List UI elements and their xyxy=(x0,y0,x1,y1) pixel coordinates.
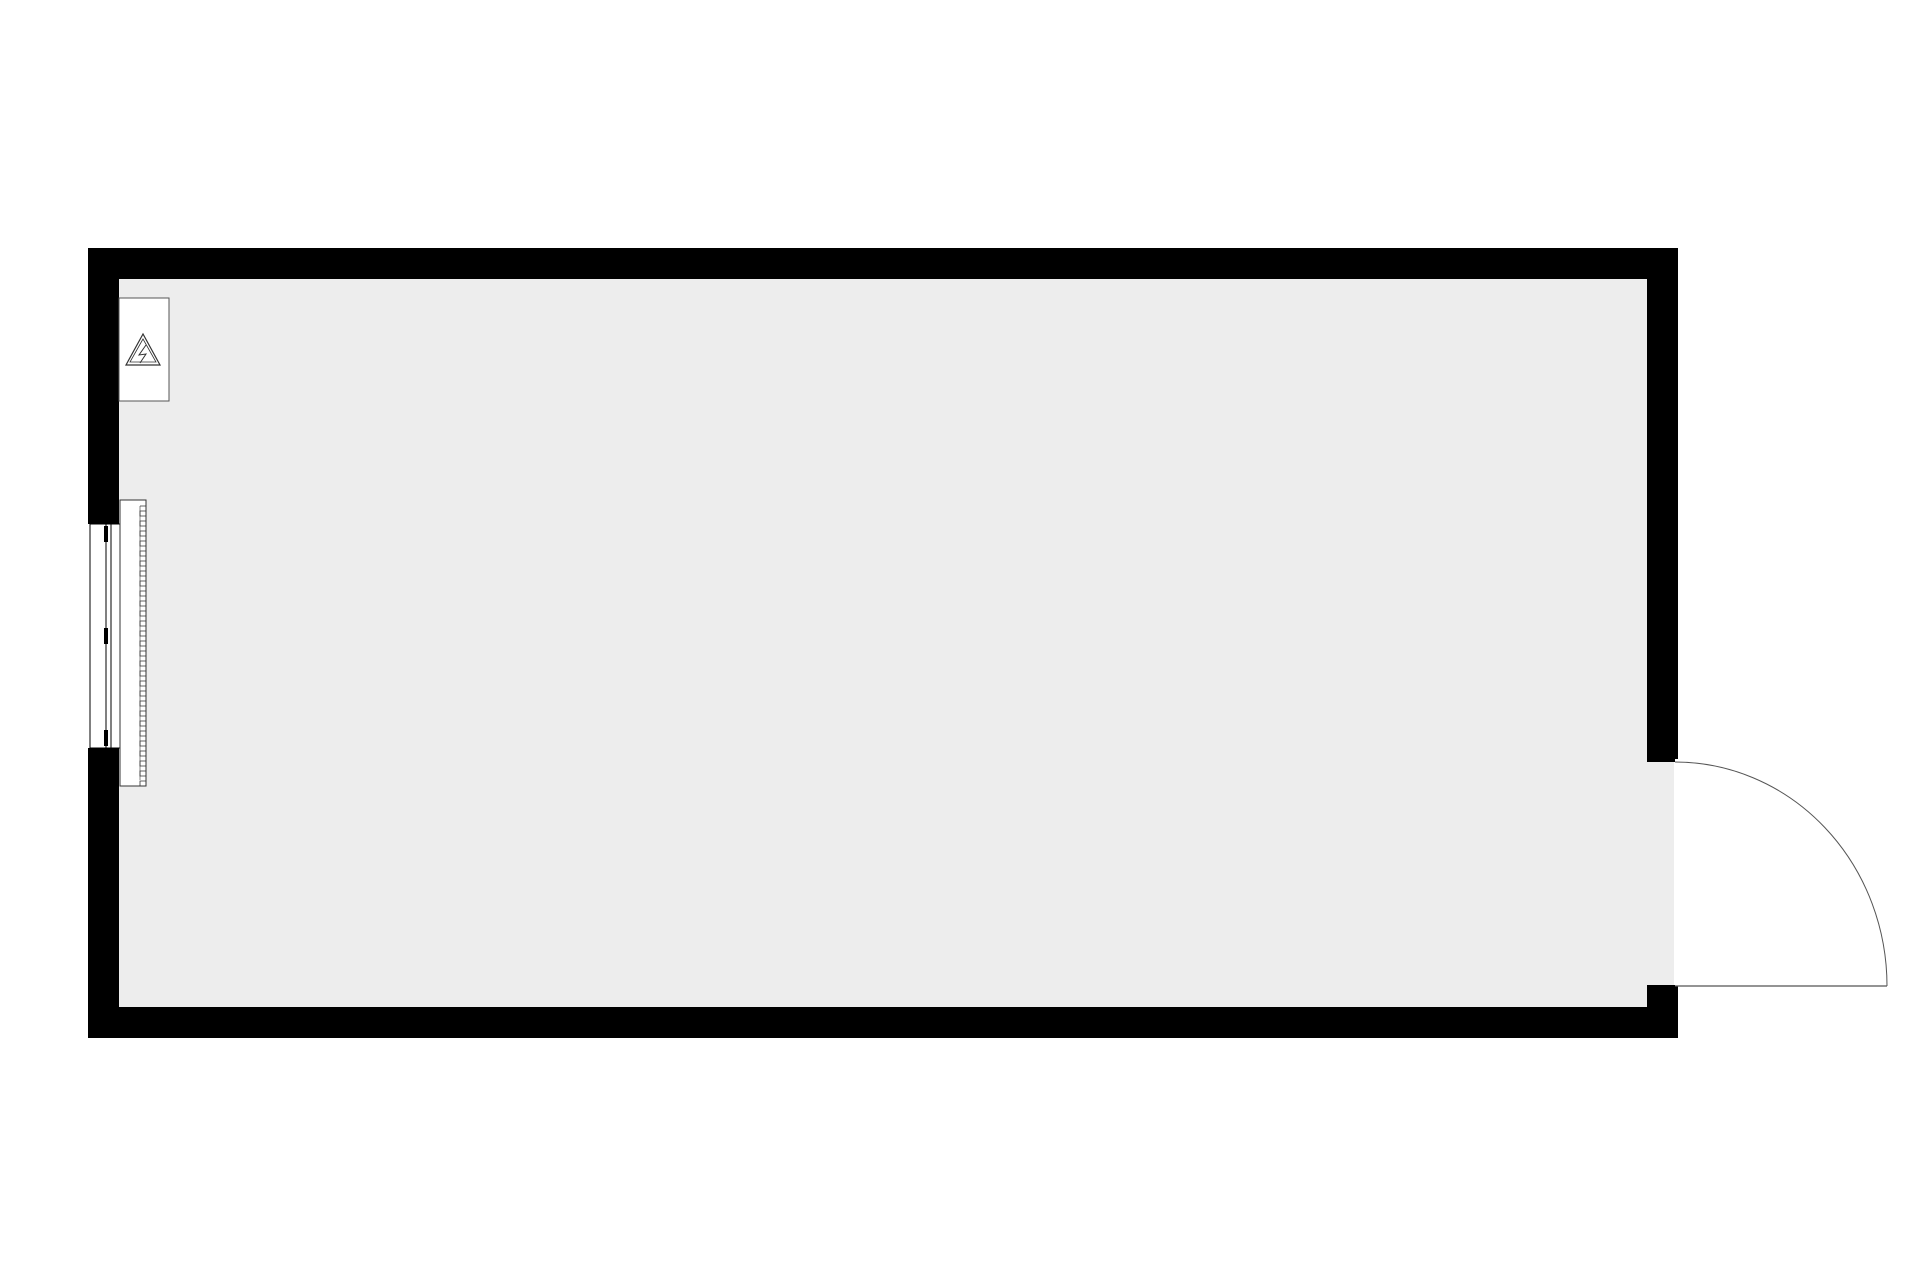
door xyxy=(1674,761,1888,987)
door-opening-floor xyxy=(1648,762,1674,988)
wall-left-upper xyxy=(88,248,119,524)
electrical-panel-box xyxy=(118,297,170,402)
wall-top xyxy=(88,248,1678,279)
wall-bottom xyxy=(88,1007,1678,1038)
window-stop-top xyxy=(104,526,108,542)
walls xyxy=(88,248,1678,1038)
door-jamb-bottom xyxy=(1647,985,1675,989)
electrical-panel xyxy=(118,297,170,402)
wall-left-lower xyxy=(88,748,119,1038)
lightning-warning-icon xyxy=(124,332,162,366)
warning-triangle-inner xyxy=(129,338,157,363)
wall-right-upper xyxy=(1647,248,1678,759)
room-floor xyxy=(118,278,1648,1008)
door-jamb-top xyxy=(1647,758,1675,762)
radiator-body xyxy=(119,499,147,787)
window xyxy=(89,523,121,749)
radiator xyxy=(119,499,147,787)
wall-right-lower xyxy=(1647,986,1678,1038)
door-swing-arc xyxy=(1674,761,1888,987)
radiator-fins xyxy=(139,505,147,786)
window-stop-middle xyxy=(104,628,108,644)
window-stop-bottom xyxy=(104,730,108,746)
lightning-bolt xyxy=(137,344,148,364)
warning-triangle-outer xyxy=(124,332,162,366)
